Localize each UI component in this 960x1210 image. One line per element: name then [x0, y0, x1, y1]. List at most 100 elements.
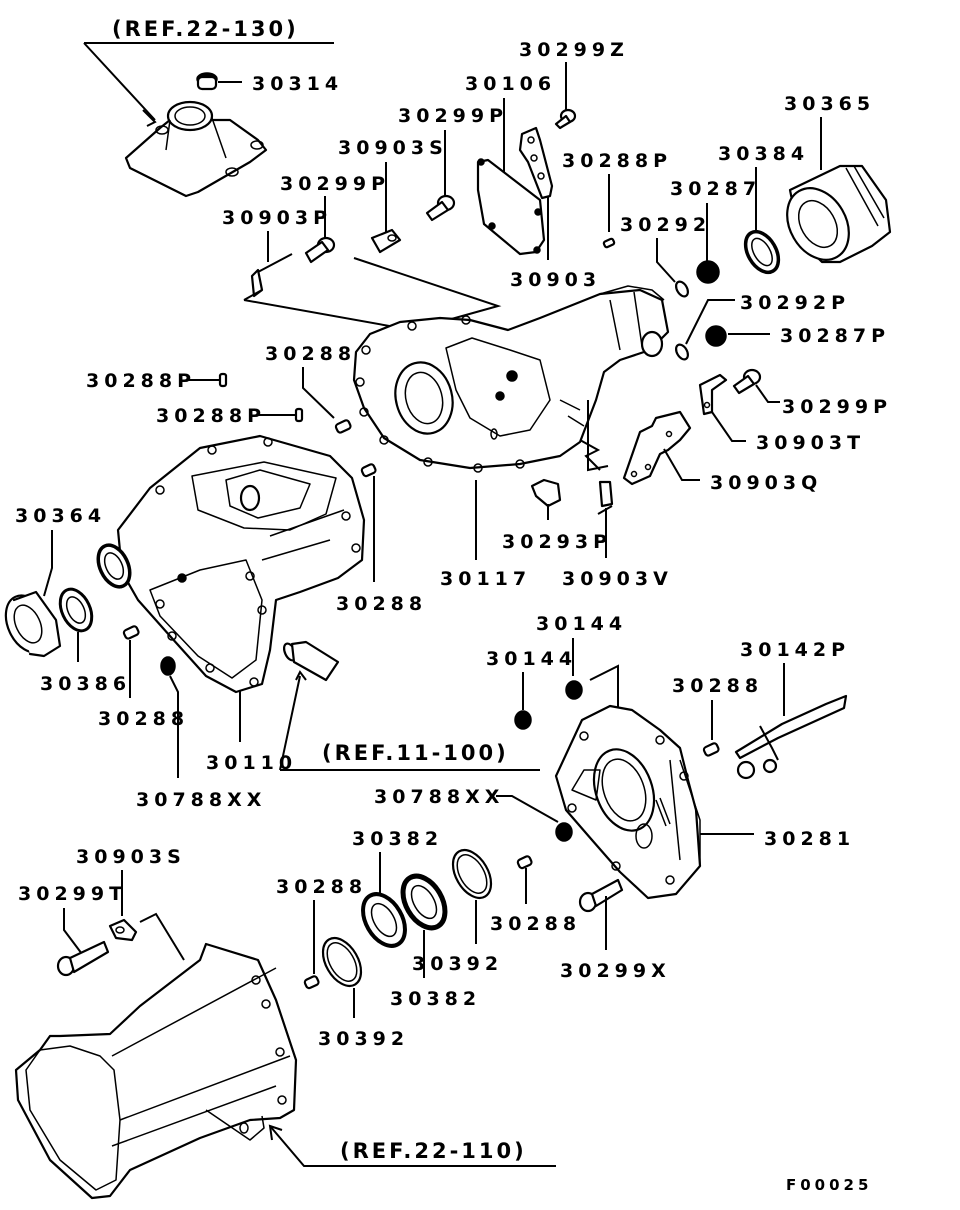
callout-30392-left[interactable]: 30392: [318, 1028, 409, 1050]
oil-pipe-30142P[interactable]: [734, 694, 848, 780]
callout-30903Q[interactable]: 30903Q: [710, 472, 822, 494]
bolt-30299T[interactable]: [56, 940, 110, 977]
pin-30288-left[interactable]: [122, 625, 140, 640]
plug-30287[interactable]: [696, 260, 720, 284]
front-cover-30281[interactable]: [554, 704, 702, 900]
bracket-30903Q[interactable]: [622, 410, 692, 486]
bracket-30903T[interactable]: [698, 373, 728, 416]
extension-housing-30365[interactable]: [775, 164, 892, 271]
plug-30788XX-left[interactable]: [160, 656, 176, 676]
ref-11-100-label[interactable]: (REF.11-100): [322, 741, 509, 765]
callout-30288-upper[interactable]: 30288: [265, 343, 356, 365]
callout-30903V[interactable]: 30903V: [562, 568, 673, 590]
pin-30288-mid[interactable]: [360, 463, 377, 478]
shim-30392-right[interactable]: [445, 843, 499, 904]
callout-30903S-top[interactable]: 30903S: [338, 137, 448, 159]
callout-30365[interactable]: 30365: [784, 93, 875, 115]
pin-30288P-b[interactable]: [294, 407, 304, 423]
bracket-30903[interactable]: [518, 126, 554, 200]
callout-30288-left[interactable]: 30288: [98, 708, 189, 730]
callout-30292P[interactable]: 30292P: [740, 292, 850, 314]
oil-seal-30384[interactable]: [739, 226, 785, 278]
callout-30299T[interactable]: 30299T: [18, 883, 127, 905]
callout-30299P-left[interactable]: 30299P: [280, 173, 390, 195]
callout-30288-right[interactable]: 30288: [672, 675, 763, 697]
gasket-30106[interactable]: [476, 158, 546, 256]
bolt-30299P-right[interactable]: [732, 368, 762, 395]
callout-30903S-bottom[interactable]: 30903S: [76, 846, 186, 868]
callout-30292[interactable]: 30292: [620, 214, 711, 236]
transfer-case-30117[interactable]: [352, 285, 670, 473]
pin-30288P-top[interactable]: [602, 237, 616, 249]
callout-30144-a[interactable]: 30144: [536, 613, 627, 635]
callout-30288P-a[interactable]: 30288P: [86, 370, 196, 392]
washer-30292P[interactable]: [674, 343, 691, 362]
callout-30288-bottom-right[interactable]: 30288: [490, 913, 581, 935]
clip-30903P[interactable]: [250, 253, 293, 298]
shim-30392-left[interactable]: [315, 931, 369, 992]
oil-seal-30382-a[interactable]: [354, 887, 413, 953]
bracket-30903S-top[interactable]: [370, 228, 402, 254]
callout-30382-bottom[interactable]: 30382: [390, 988, 481, 1010]
pin-30288-upper[interactable]: [334, 419, 352, 434]
callout-30106[interactable]: 30106: [465, 73, 556, 95]
plug-30788XX-right[interactable]: [555, 822, 573, 842]
shift-cover-housing[interactable]: [124, 100, 268, 198]
pin-30288-right[interactable]: [702, 742, 720, 757]
callout-30788XX-right[interactable]: 30788XX: [374, 786, 504, 808]
callout-30392-right[interactable]: 30392: [412, 953, 503, 975]
callout-30364[interactable]: 30364: [15, 505, 106, 527]
callout-30384[interactable]: 30384: [718, 143, 809, 165]
callout-30110[interactable]: 30110: [206, 752, 297, 774]
bell-housing[interactable]: [14, 942, 298, 1200]
callout-30299X[interactable]: 30299X: [560, 960, 671, 982]
callout-30288-mid[interactable]: 30288: [336, 593, 427, 615]
clip-30293P[interactable]: [530, 478, 562, 508]
plug-30144-b[interactable]: [514, 710, 532, 730]
callout-30142P[interactable]: 30142P: [740, 639, 850, 661]
callout-30386[interactable]: 30386: [40, 673, 131, 695]
callout-30903T[interactable]: 30903T: [756, 432, 865, 454]
plug-30287P[interactable]: [705, 325, 727, 347]
callout-30281[interactable]: 30281: [764, 828, 855, 850]
callout-30299Z[interactable]: 30299Z: [519, 39, 629, 61]
input-shaft-sleeve: [282, 640, 340, 682]
washer-30292[interactable]: [674, 280, 691, 299]
callout-30288P-b[interactable]: 30288P: [156, 405, 266, 427]
callout-30314[interactable]: 30314: [252, 73, 343, 95]
ref-22-130-label[interactable]: (REF.22-130): [112, 17, 299, 41]
callout-30299P-top[interactable]: 30299P: [398, 105, 508, 127]
callout-30903P[interactable]: 30903P: [222, 207, 332, 229]
ref-22-110-label[interactable]: (REF.22-110): [340, 1139, 527, 1163]
callout-30903[interactable]: 30903: [510, 269, 601, 291]
pin-30288-bottom-right[interactable]: [516, 855, 533, 870]
oil-seal-30386[interactable]: [54, 584, 98, 636]
oil-seal-30382-b[interactable]: [394, 869, 453, 935]
dust-cover-30364[interactable]: [0, 588, 62, 659]
callout-30287[interactable]: 30287: [670, 178, 761, 200]
pin-30288-bottom-left[interactable]: [303, 975, 320, 990]
callout-30382-top[interactable]: 30382: [352, 828, 443, 850]
callout-30288-bottom-left[interactable]: 30288: [276, 876, 367, 898]
bracket-30903S-bottom[interactable]: [108, 918, 138, 942]
callout-30144-b[interactable]: 30144: [486, 648, 577, 670]
callout-30299P-right[interactable]: 30299P: [782, 396, 892, 418]
plug-30144-a[interactable]: [565, 680, 583, 700]
bracket-pointer-line: [139, 912, 185, 961]
callout-30788XX-left[interactable]: 30788XX: [136, 789, 266, 811]
callout-30117[interactable]: 30117: [440, 568, 531, 590]
ref-11-100-group: (REF.11-100): [279, 640, 540, 771]
bolt-30299X[interactable]: [578, 878, 624, 913]
bolt-30299Z[interactable]: [554, 108, 577, 130]
pin-30288P-a[interactable]: [218, 372, 228, 388]
ref-22-130-arrow: [142, 109, 157, 127]
bolt-30299P-top[interactable]: [425, 194, 456, 222]
ref-22-130-group: (REF.22-130): [83, 17, 334, 198]
adapter-case-30110[interactable]: [116, 434, 366, 694]
callout-30287P[interactable]: 30287P: [780, 325, 890, 347]
callout-30293P[interactable]: 30293P: [502, 531, 612, 553]
input-seal-ring: [96, 543, 132, 589]
callout-30288P-top[interactable]: 30288P: [562, 150, 672, 172]
bolt-30299P-left[interactable]: [304, 236, 336, 264]
plug-30314[interactable]: [196, 72, 218, 91]
